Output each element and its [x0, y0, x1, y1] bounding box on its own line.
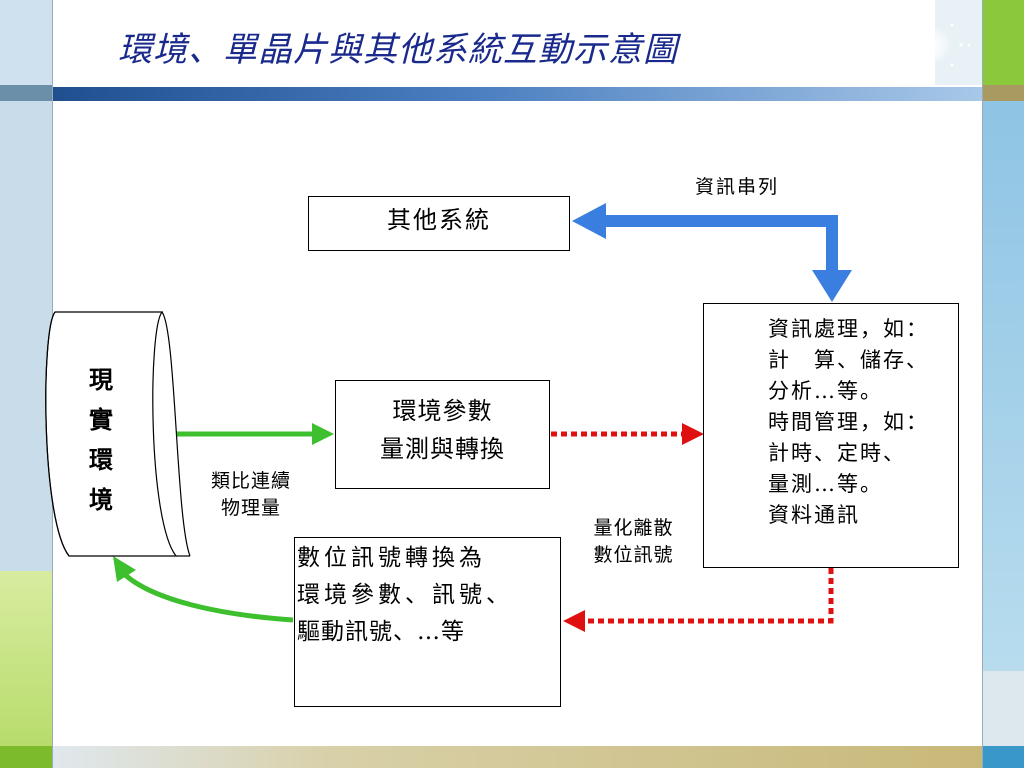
top-right-band	[983, 85, 1024, 101]
processing-box	[703, 303, 959, 568]
other-systems-label: 其他系統	[387, 206, 491, 234]
top-left-band	[0, 85, 52, 101]
right-lower-column	[983, 671, 1024, 747]
slide-title: 環境、單晶片與其他系統互動示意圖	[118, 30, 678, 70]
bottom-left-green	[0, 746, 52, 768]
top-left-square	[0, 0, 52, 85]
content-frame-line-right	[982, 0, 983, 768]
measure-box	[335, 380, 550, 489]
real-environment-label: 現 實 環 境	[89, 365, 113, 514]
blue-arrow-head-left	[572, 203, 606, 239]
bottom-right-blue	[983, 746, 1024, 768]
serial-label: 資訊串列	[695, 176, 780, 198]
measure-label: 環境參數 量測與轉換	[380, 397, 505, 463]
quantized-label: 量化離散 數位訊號	[593, 517, 674, 566]
other-systems-box	[308, 196, 570, 251]
digital-conversion-box	[294, 537, 561, 707]
bottom-bar	[52, 746, 983, 768]
left-blue-column	[0, 101, 52, 571]
left-green-column	[0, 571, 52, 747]
digital-conversion-label: 數位訊號轉換為 環境參數、訊號、 驅動訊號、…等	[297, 545, 513, 645]
title-underline-bar	[52, 87, 982, 101]
right-blue-column	[983, 101, 1024, 671]
red-dotted-arrow-return	[584, 568, 834, 624]
green-curved-arrow-drive	[120, 570, 294, 623]
sparkle-icon	[893, 14, 971, 76]
blue-arrow-shaft	[604, 215, 838, 272]
processing-label: 資訊處理，如： 計 算、儲存、 分析…等。 時間管理，如： 計時、定時、 量測……	[768, 317, 929, 527]
analog-label: 類比連續 物理量	[210, 470, 291, 519]
blue-arrow-head-down	[812, 270, 852, 302]
top-right-green	[983, 0, 1024, 85]
